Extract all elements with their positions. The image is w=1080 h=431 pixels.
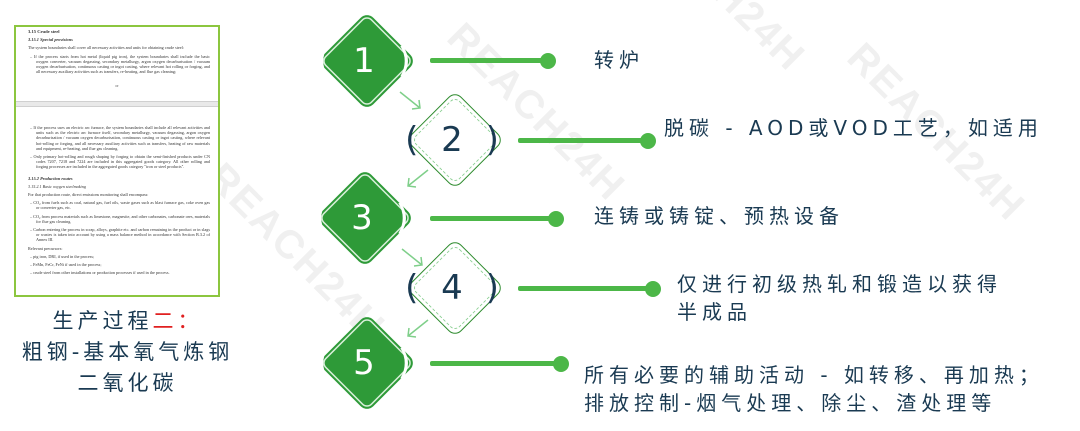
step-2-diamond: ( 2 ) (396, 81, 514, 199)
step-5-diamond: ( 5 ) (308, 304, 426, 422)
connector-line (518, 138, 648, 143)
arrow-down-left-icon (407, 319, 429, 338)
step-number: ( 1 ) (317, 41, 417, 81)
connector-dot (553, 356, 569, 372)
arrow-down-right-icon (399, 91, 421, 110)
connector-dot (548, 211, 564, 227)
step-4-diamond: ( 4 ) (396, 229, 514, 347)
connector-dot (645, 281, 661, 297)
doc-page-number: or (115, 83, 119, 88)
document-thumbnail: 3.15 Crude steel 3.15.1 Special provisio… (14, 25, 220, 297)
connector-line (518, 286, 653, 291)
document-page-bottom: – If the process uses an electric arc fu… (28, 125, 210, 278)
connector-dot (640, 133, 656, 149)
arrow-down-left-icon (407, 169, 429, 188)
step-1-diamond: ( 1 ) (308, 2, 426, 120)
page-separator (16, 101, 218, 107)
step-number: ( 5 ) (317, 343, 417, 383)
connector-dot (540, 53, 556, 69)
doc-bullet: – CO₂ from fuels such as coal, natural g… (30, 200, 211, 211)
doc-emissions-intro: For that production route, direct emissi… (28, 192, 149, 198)
step-4-label-line-2: 半成品 (677, 300, 752, 324)
step-number: ( 2 ) (405, 120, 505, 160)
step-3-label: 连铸或铸锭、预热设备 (594, 204, 844, 228)
step-number: ( 3 ) (315, 198, 415, 238)
arrow-down-right-icon (401, 248, 423, 267)
doc-subsubsection-title: 3.15.2.1 Basic oxygen steelmaking (28, 183, 86, 189)
step-3-diamond: ( 3 ) (306, 159, 424, 277)
watermark: REACH24H (618, 0, 814, 80)
doc-subsection-title: 3.15.1 Special provisions (28, 37, 73, 43)
document-page-top: 3.15 Crude steel 3.15.1 Special provisio… (28, 29, 210, 77)
step-2-label: 脱碳 - AOD或VOD工艺，如适用 (664, 116, 1043, 140)
doc-intro: The system boundaries shall cover all ne… (28, 45, 184, 51)
doc-bullet: – If the process uses an electric arc fu… (30, 125, 210, 151)
doc-section-title: 3.15 Crude steel (28, 29, 60, 34)
doc-bullet: – pig iron, DRI, if used in the process; (30, 253, 95, 259)
doc-bullet: – FeMn, FeCr, FeNi if used in the proces… (30, 262, 102, 268)
doc-bullet: – Only primary hot-rolling and rough sha… (30, 154, 211, 170)
connector-line (430, 216, 555, 221)
step-4-label-line-1: 仅进行初级热轧和锻造以获得 (677, 272, 1002, 296)
doc-bullet: – If the process starts from hot metal (… (30, 53, 211, 75)
caption-line-1: 生产过程二： (52, 309, 203, 333)
connector-line (430, 361, 560, 366)
caption-highlight: 二： (152, 309, 203, 333)
step-4-label: 仅进行初级热轧和锻造以获得 半成品 (677, 270, 1002, 326)
caption-line-2: 粗钢-基本氧气炼钢 (21, 340, 234, 364)
doc-bullet: – CO₂ from process materials such as lim… (30, 213, 210, 224)
step-5-label-line-2: 排放控制-烟气处理、除尘、渣处理等 (584, 391, 997, 415)
caption-line-3: 二氧化碳 (77, 371, 178, 395)
doc-precursors-intro: Relevant precursors: (28, 245, 63, 251)
doc-bullet: – crude steel from other installations o… (30, 270, 170, 276)
doc-bullet: – Carbon entering the process in scrap, … (30, 227, 210, 243)
step-number: ( 4 ) (405, 268, 505, 308)
step-5-label: 所有必要的辅助活动 - 如转移、再加热； 排放控制-烟气处理、除尘、渣处理等 (584, 361, 1044, 417)
doc-subsection-title: 3.15.2 Production routes (28, 175, 73, 181)
step-5-label-line-1: 所有必要的辅助活动 - 如转移、再加热； (584, 363, 1044, 387)
connector-line (430, 58, 548, 63)
step-1-label: 转炉 (594, 48, 644, 72)
process-caption: 生产过程二： 粗钢-基本氧气炼钢 二氧化碳 (0, 306, 255, 399)
